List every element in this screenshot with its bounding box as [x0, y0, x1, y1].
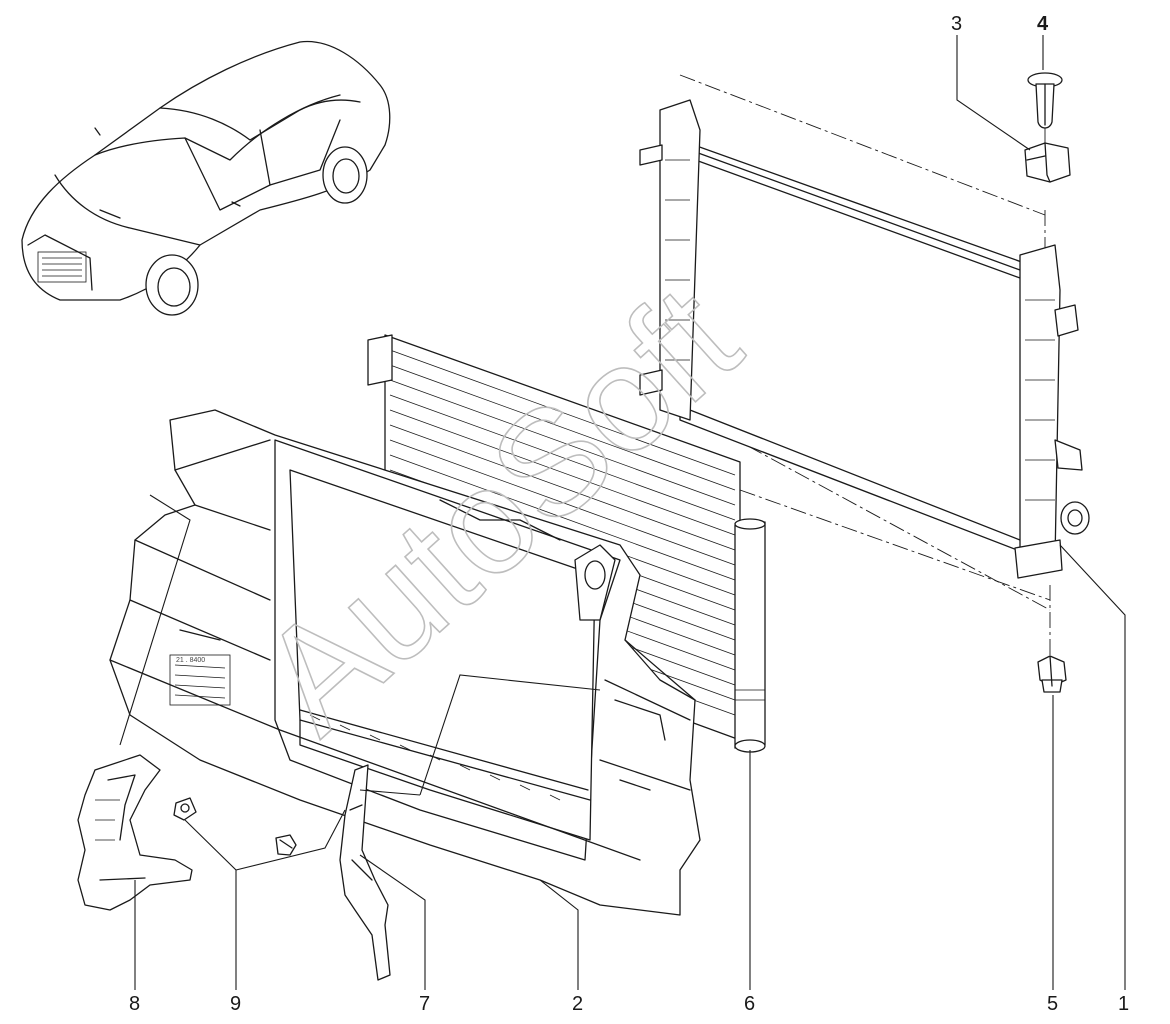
rubber-mount[interactable]	[1024, 142, 1071, 183]
top-pin[interactable]	[1027, 72, 1063, 129]
callout-6: 6	[744, 993, 755, 1015]
callout-labels: 1 2 3 4 5 6 7 8 9	[129, 13, 1129, 1015]
left-bracket[interactable]	[77, 754, 193, 911]
callout-5: 5	[1047, 993, 1058, 1015]
svg-text:21 . 8400: 21 . 8400	[176, 657, 205, 664]
leader-lines	[119, 35, 1126, 990]
air-guide[interactable]	[339, 764, 391, 981]
callout-9: 9	[230, 993, 241, 1015]
callout-1: 1	[1118, 993, 1129, 1015]
callout-2: 2	[572, 993, 583, 1015]
clip-fasteners[interactable]	[173, 797, 297, 856]
bottom-bushing[interactable]	[1037, 655, 1067, 693]
front-module-carrier[interactable]: 21 . 8400	[109, 409, 701, 916]
callout-7: 7	[419, 993, 430, 1015]
car-thumbnail	[21, 40, 391, 316]
callout-8: 8	[129, 993, 140, 1015]
callout-3: 3	[951, 13, 962, 35]
radiator[interactable]	[639, 99, 1090, 579]
callout-4: 4	[1037, 13, 1049, 35]
